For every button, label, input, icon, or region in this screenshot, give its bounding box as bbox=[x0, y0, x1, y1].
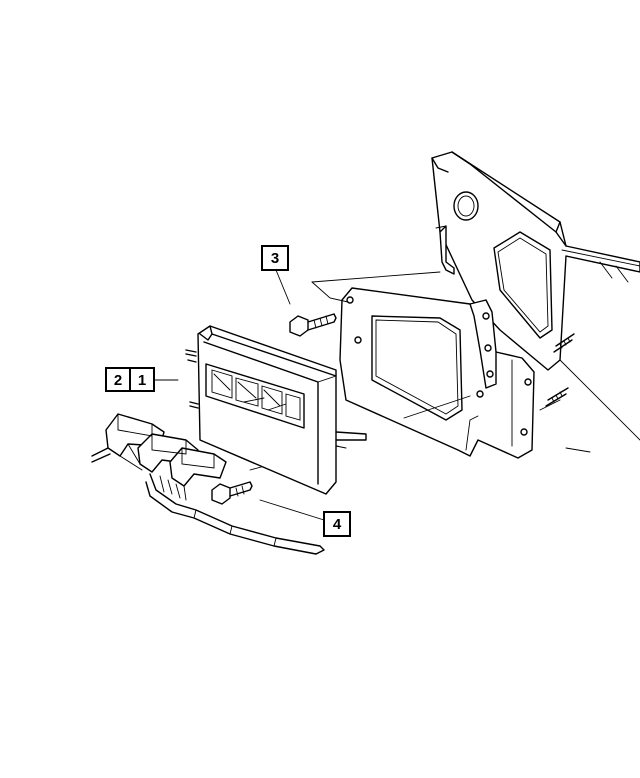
bolt-upper bbox=[289, 313, 337, 337]
bolt-lower bbox=[211, 481, 253, 505]
callout-2-label: 2 bbox=[114, 372, 122, 389]
control-module bbox=[185, 325, 367, 495]
wiring-harness bbox=[91, 413, 325, 555]
callout-1-label: 1 bbox=[138, 372, 146, 389]
callout-1: 1 bbox=[129, 367, 155, 392]
leader-lines bbox=[153, 269, 325, 521]
callout-4-label: 4 bbox=[333, 516, 342, 533]
leader-4 bbox=[259, 499, 325, 521]
callout-4: 4 bbox=[323, 511, 351, 537]
callout-2: 2 bbox=[105, 367, 131, 392]
callout-3-label: 3 bbox=[271, 250, 279, 267]
mounting-bracket bbox=[339, 287, 535, 459]
callout-3: 3 bbox=[261, 245, 289, 271]
body-panel bbox=[431, 151, 640, 453]
leader-3 bbox=[275, 269, 291, 305]
